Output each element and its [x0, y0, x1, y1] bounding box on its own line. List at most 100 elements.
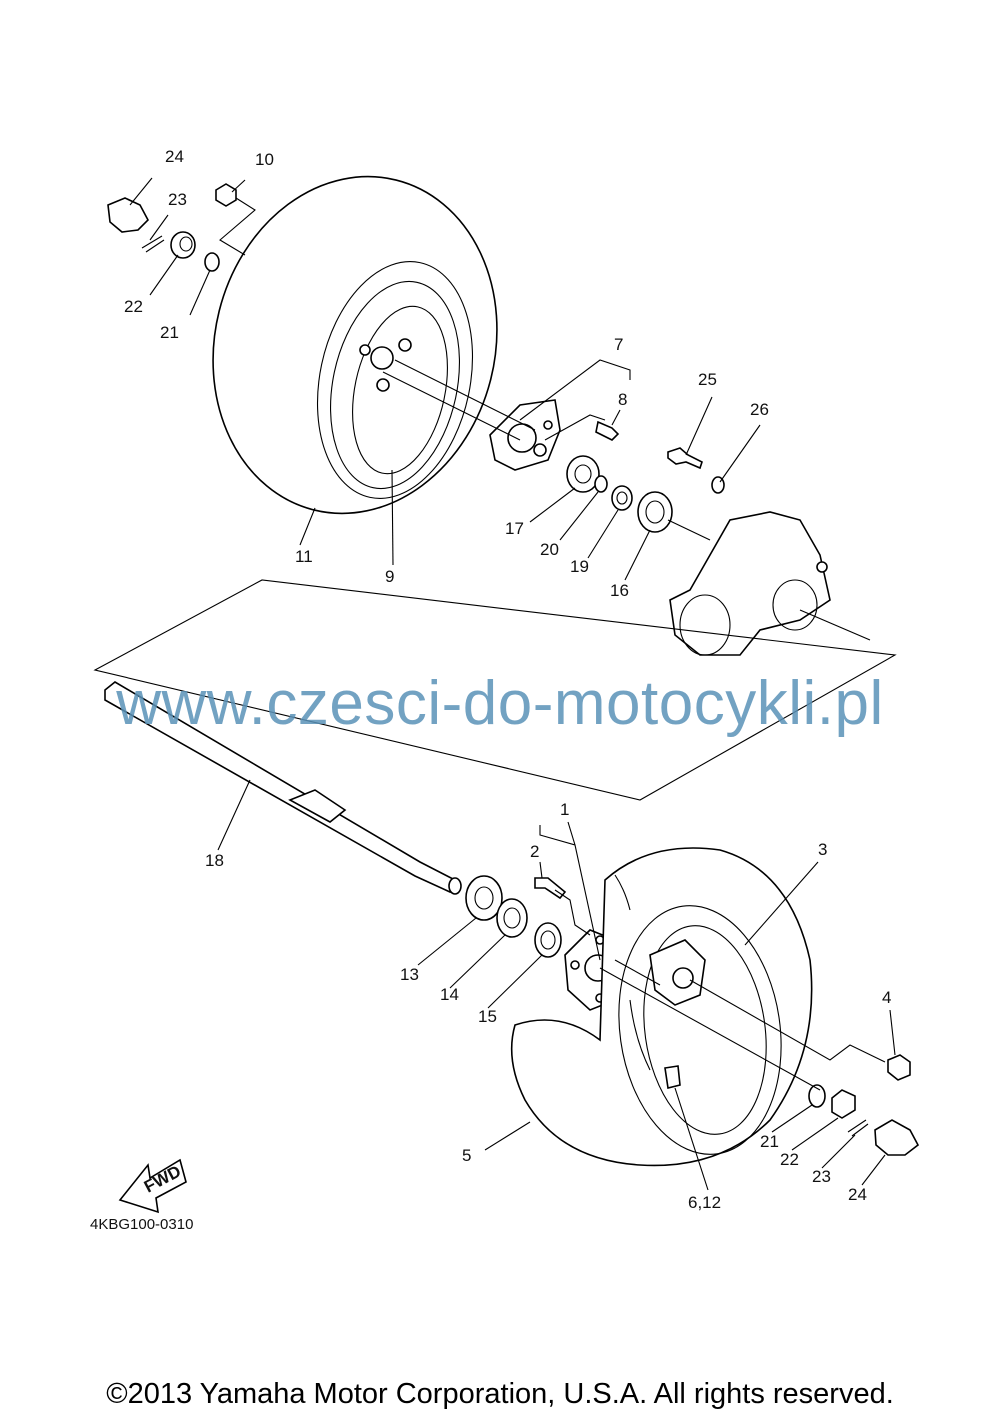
lower-part-leader-line: [889, 1009, 896, 1056]
lower-part-label: 23: [812, 1167, 831, 1186]
lower-part-leader-line: [791, 1117, 839, 1151]
upper-part-label: 11: [295, 547, 313, 566]
lower-part-label: 6,12: [688, 1193, 721, 1212]
lower-part-label: 4: [882, 988, 891, 1007]
upper-part-label: 16: [610, 581, 629, 600]
upper-part-leader-line: [624, 529, 651, 581]
upper-part-leader-line: [559, 491, 599, 541]
lower-part-leader-line: [861, 1154, 886, 1186]
fwd-arrow-icon: FWD: [118, 1158, 187, 1214]
lower-part-leader-line: [417, 917, 477, 966]
seal-19: [611, 485, 633, 511]
bolt-2: [534, 877, 567, 900]
bracket-line-2: [554, 889, 591, 936]
upper-part-leader-line: [391, 469, 394, 566]
lower-part-label: 22: [780, 1150, 799, 1169]
upper-part-label: 7: [614, 335, 623, 354]
upper-part-leader-line: [299, 507, 316, 546]
upper-part-label: 23: [168, 190, 187, 209]
copyright-notice: ©2013 Yamaha Motor Corporation, U.S.A. A…: [106, 1378, 894, 1410]
axis-line-upper: [382, 359, 536, 441]
valve-6-12: [664, 1065, 681, 1089]
bearing-13: [465, 875, 503, 921]
upper-part-leader-line: [685, 396, 713, 456]
lower-part-label: 1: [560, 800, 569, 819]
bolt-8: [595, 420, 620, 441]
nut-10-upper: [215, 183, 237, 207]
upper-part-leader-line: [149, 254, 179, 296]
lower-part-leader-line: [567, 821, 576, 846]
cap-24-lower: [874, 1119, 920, 1156]
lower-part-label: 5: [462, 1146, 471, 1165]
lower-part-label: 14: [440, 985, 459, 1004]
nut-4: [887, 1054, 911, 1081]
axle-shaft-18: [104, 681, 462, 895]
bracket-line-8: [544, 414, 606, 441]
lower-part-label: 13: [400, 965, 419, 984]
bracket-line-1: [539, 825, 601, 961]
lower-part-leader-line: [487, 954, 543, 1009]
lower-part-leader-line: [484, 1121, 531, 1151]
upper-part-label: 20: [540, 540, 559, 559]
lower-part-leader-line: [674, 1087, 709, 1191]
lower-part-leader-line: [217, 779, 251, 851]
upper-part-leader-line: [587, 509, 619, 559]
upper-part-leader-line: [189, 269, 211, 316]
upper-part-label: 9: [385, 567, 394, 586]
upper-part-leader-line: [719, 424, 761, 483]
upper-part-leader-line: [231, 179, 246, 193]
upper-part-label: 21: [160, 323, 179, 342]
upper-part-leader-line: [611, 409, 621, 426]
tire-upper: [212, 175, 498, 515]
lower-part-leader-line: [539, 861, 543, 879]
lower-part-label: 2: [530, 842, 539, 861]
upper-part-label: 22: [124, 297, 143, 316]
reference-plane: [93, 579, 897, 801]
bearing-17: [566, 455, 600, 493]
watermark-text: www.czesci-do-motocykli.pl: [116, 669, 884, 738]
washer-21-lower: [808, 1084, 826, 1108]
seal-15: [534, 922, 562, 958]
upper-part-leader-line: [129, 177, 153, 206]
hub-upper: [489, 399, 561, 471]
washer-21-upper: [204, 252, 220, 272]
bolt-25: [667, 447, 703, 470]
upper-part-label: 8: [618, 390, 627, 409]
lower-part-label: 15: [478, 1007, 497, 1026]
lower-part-label: 24: [848, 1185, 867, 1204]
upper-part-label: 24: [165, 147, 184, 166]
document-code: 4KBG100-0310: [90, 1216, 194, 1233]
cotter-pin-23-upper: [141, 235, 165, 253]
upper-part-label: 25: [698, 370, 717, 389]
lower-part-label: 21: [760, 1132, 779, 1151]
lower-part-label: 18: [205, 851, 224, 870]
wheel-hub-lower: [649, 939, 706, 1006]
cap-24-upper: [107, 197, 149, 233]
bearing-16: [637, 491, 673, 533]
castle-nut-22-upper: [170, 231, 196, 259]
tire-lower: [510, 847, 813, 1167]
axis-line-lower: [599, 959, 886, 1091]
seal-14: [496, 898, 528, 938]
lower-part-leader-line: [771, 1104, 813, 1133]
cotter-pin-23-lower: [847, 1119, 869, 1137]
lower-part-leader-line: [821, 1134, 856, 1169]
upper-part-leader-line: [149, 214, 169, 241]
bracket-line-7: [519, 359, 631, 421]
lower-part-leader-line: [744, 861, 819, 946]
castle-nut-22-lower: [831, 1089, 856, 1119]
lower-part-label: 3: [818, 840, 827, 859]
lower-part-leader-line: [449, 934, 506, 989]
upper-part-label: 26: [750, 400, 769, 419]
upper-part-label: 19: [570, 557, 589, 576]
upper-part-leader-line: [529, 487, 576, 523]
axis-line-case: [667, 519, 871, 641]
upper-part-label: 10: [255, 150, 274, 169]
bracket-line-10: [219, 197, 256, 256]
final-drive-case: [669, 511, 831, 656]
upper-part-label: 17: [505, 519, 524, 538]
o-ring-20: [594, 475, 608, 493]
